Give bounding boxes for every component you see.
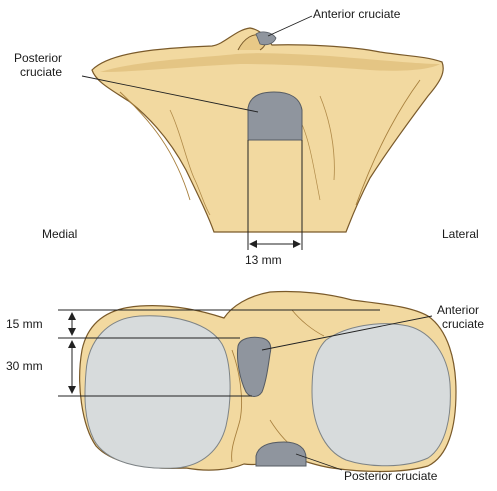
bottom-plateau-view <box>58 291 456 471</box>
width-dimension-label: 13 mm <box>245 254 282 267</box>
upper-arrowhead-bottom <box>68 328 76 336</box>
posterior-cruciate-label-bottom: Posterior cruciate <box>344 470 437 483</box>
lateral-articular-surface <box>312 324 450 466</box>
posterior-cruciate-footprint-top <box>248 92 302 140</box>
posterior-cruciate-label-top-line1: Posterior <box>14 52 62 65</box>
anterior-cruciate-label-bottom-line1: Anterior <box>437 304 479 317</box>
medial-label: Medial <box>42 228 77 241</box>
top-tibia-view <box>82 16 443 250</box>
anterior-leader-top <box>268 16 312 36</box>
upper-dimension-label: 15 mm <box>6 318 43 331</box>
lower-arrowhead-bottom <box>68 386 76 394</box>
width-arrowhead-right <box>293 240 301 248</box>
lower-dimension-label: 30 mm <box>6 360 43 373</box>
upper-arrowhead-top <box>68 312 76 320</box>
medial-articular-surface <box>85 316 230 469</box>
posterior-cruciate-label-top-line2: cruciate <box>20 66 62 79</box>
width-arrowhead-left <box>249 240 257 248</box>
lower-arrowhead-top <box>68 340 76 348</box>
lateral-label: Lateral <box>442 228 479 241</box>
anterior-cruciate-label-top: Anterior cruciate <box>313 8 400 21</box>
posterior-cruciate-footprint-bottom <box>256 442 306 466</box>
anterior-cruciate-label-bottom-line2: cruciate <box>442 318 484 331</box>
